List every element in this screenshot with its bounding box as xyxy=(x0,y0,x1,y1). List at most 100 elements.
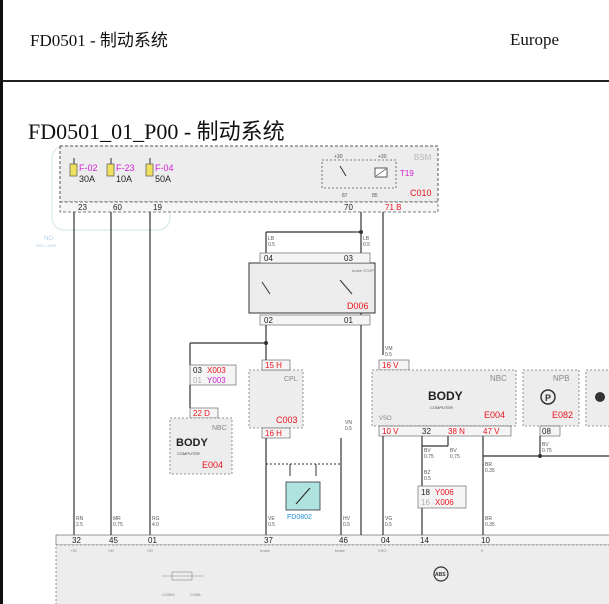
bottom-label-5: brake xyxy=(335,548,346,553)
fd-ref-icon xyxy=(295,487,311,505)
wire-rn-color: RN xyxy=(76,516,84,522)
bottom-pin-10: 10 xyxy=(481,536,490,545)
y006-pin1: 18 xyxy=(421,488,430,497)
brake-switch-label: brake STOP xyxy=(352,268,374,273)
body-main-pin-38n: 38 N xyxy=(448,427,465,436)
wire-rg-size: 4.0 xyxy=(152,522,159,528)
wire-lb-color-1: LB xyxy=(268,236,275,242)
parking-icon-glyph: P xyxy=(545,393,551,403)
wire-hv-size: 0.5 xyxy=(343,522,350,528)
y006-id1: Y006 xyxy=(435,488,454,497)
x003-id1: X003 xyxy=(207,366,226,375)
body-left-nbc: NBC xyxy=(212,425,227,432)
npb-pin: 08 xyxy=(542,427,551,436)
relay-t19: +30 +30 T19 87 85 xyxy=(321,154,414,199)
wire-bv-color-2: BV xyxy=(450,448,457,454)
wire-vn-size: 0.5 xyxy=(345,426,352,432)
switch-pin-03: 03 xyxy=(344,254,353,263)
bottom-pin-01: 01 xyxy=(148,536,157,545)
x003-pin2: 01 xyxy=(193,376,202,385)
abs-icon xyxy=(433,566,449,582)
bottom-label-1: +30 xyxy=(70,548,78,553)
bottom-module-left-label: COMM xyxy=(162,592,175,597)
fuse-f23-rating: 10A xyxy=(116,174,132,184)
no-sub-label: BRK LAMP xyxy=(36,243,57,248)
body-left-module xyxy=(169,417,233,475)
cpl-pin-bottom-box xyxy=(261,427,291,439)
switch-pin-02: 02 xyxy=(264,316,273,325)
bottom-pin-46: 46 xyxy=(339,536,348,545)
bottom-pin-37: 37 xyxy=(264,536,273,545)
cpl-module xyxy=(248,369,304,429)
cpl-pin-top: 15 H xyxy=(265,361,282,370)
bsm-id: C010 xyxy=(410,188,432,198)
wire-lb-size-1: 0.5 xyxy=(268,242,275,248)
cpl-label: CPL xyxy=(284,376,298,383)
wire-lb-size-2: 0.5 xyxy=(363,242,370,248)
wire-ve-size: 0.5 xyxy=(268,522,275,528)
bsm-pin-70: 70 xyxy=(344,203,353,212)
wire-bz-size: 0.5 xyxy=(424,476,431,482)
body-left-id: E004 xyxy=(202,460,223,470)
wire-vg-size: 0.5 xyxy=(385,522,392,528)
junction-br xyxy=(538,454,542,458)
wire-bv-color-1: BV xyxy=(424,448,431,454)
bsm-pin-19: 19 xyxy=(153,203,162,212)
document-code: FD0501 - 制动系统 xyxy=(30,31,168,50)
wire-bz-color: BZ xyxy=(424,470,430,476)
region-label: Europe xyxy=(510,30,560,49)
body-left-title: BODY xyxy=(176,437,208,449)
cpl-pin-bottom: 16 H xyxy=(265,429,282,438)
body-main-title: BODY xyxy=(428,389,463,403)
wire-vg-color: VG xyxy=(385,516,392,522)
y006-id2: X006 xyxy=(435,498,454,507)
bottom-label-4: brake xyxy=(260,548,271,553)
wire-vn-color: VN xyxy=(345,420,352,426)
wire-ve-color: VE xyxy=(268,516,275,522)
fd-ref-label[interactable]: FD0802 xyxy=(287,514,312,521)
page-title: FD0501_01_P00 - 制动系统 xyxy=(28,119,285,144)
bottom-label-2: +30 xyxy=(107,548,115,553)
switch-contact-2 xyxy=(339,279,353,295)
body-main-pin-47v: 47 V xyxy=(483,427,500,436)
bsm-pin-60: 60 xyxy=(113,203,122,212)
body-main-pin-top: 16 V xyxy=(382,361,399,370)
bottom-pin-32: 32 xyxy=(72,536,81,545)
bottom-pin-45: 45 xyxy=(109,536,118,545)
wire-mr-color: MR xyxy=(113,516,121,522)
fuse-f23: F-23 10A xyxy=(106,158,135,184)
wire-br-size-2: 0.35 xyxy=(485,522,495,528)
npb-label: NPB xyxy=(553,374,569,383)
wire-hv-color: HV xyxy=(343,516,351,522)
wire-bv-size-1: 0.75 xyxy=(424,454,434,460)
parking-icon xyxy=(540,389,556,405)
wire-vm-size: 0.5 xyxy=(385,352,392,358)
bottom-pin-04: 04 xyxy=(381,536,390,545)
bottom-pin-14: 14 xyxy=(420,536,429,545)
switch-contact-1 xyxy=(261,281,271,295)
body-main-pins-box xyxy=(378,425,512,437)
body-main-module xyxy=(371,369,517,427)
fuse-f04-rating: 50A xyxy=(155,174,171,184)
wire-vm-color: VM xyxy=(385,346,393,352)
junction-lb xyxy=(359,230,363,234)
junction-cpl xyxy=(264,341,268,345)
fuse-f23-id: F-23 xyxy=(116,163,135,173)
fuse-f04-id: F-04 xyxy=(155,163,174,173)
bsm-pin-71b: 71 B xyxy=(385,203,401,212)
body-left-pin: 22 D xyxy=(193,409,210,418)
bsm-label: BSM xyxy=(414,153,432,162)
fuse-f02: F-02 30A xyxy=(69,158,98,184)
wire-mr-size: 0.75 xyxy=(113,522,123,528)
npb-pin-box xyxy=(539,425,561,437)
y006-pin2: 16 xyxy=(421,498,430,507)
wire-br-size: 0.35 xyxy=(485,468,495,474)
wire-lb-color-2: LB xyxy=(363,236,370,242)
relay-pin-c: 87 xyxy=(342,193,348,199)
abs-icon-glyph: ABS xyxy=(435,572,446,578)
header-divider xyxy=(3,80,609,82)
wire-br-color-2: BR xyxy=(485,516,492,522)
x003-id2: Y003 xyxy=(207,376,226,385)
cpl-id: C003 xyxy=(276,415,298,425)
